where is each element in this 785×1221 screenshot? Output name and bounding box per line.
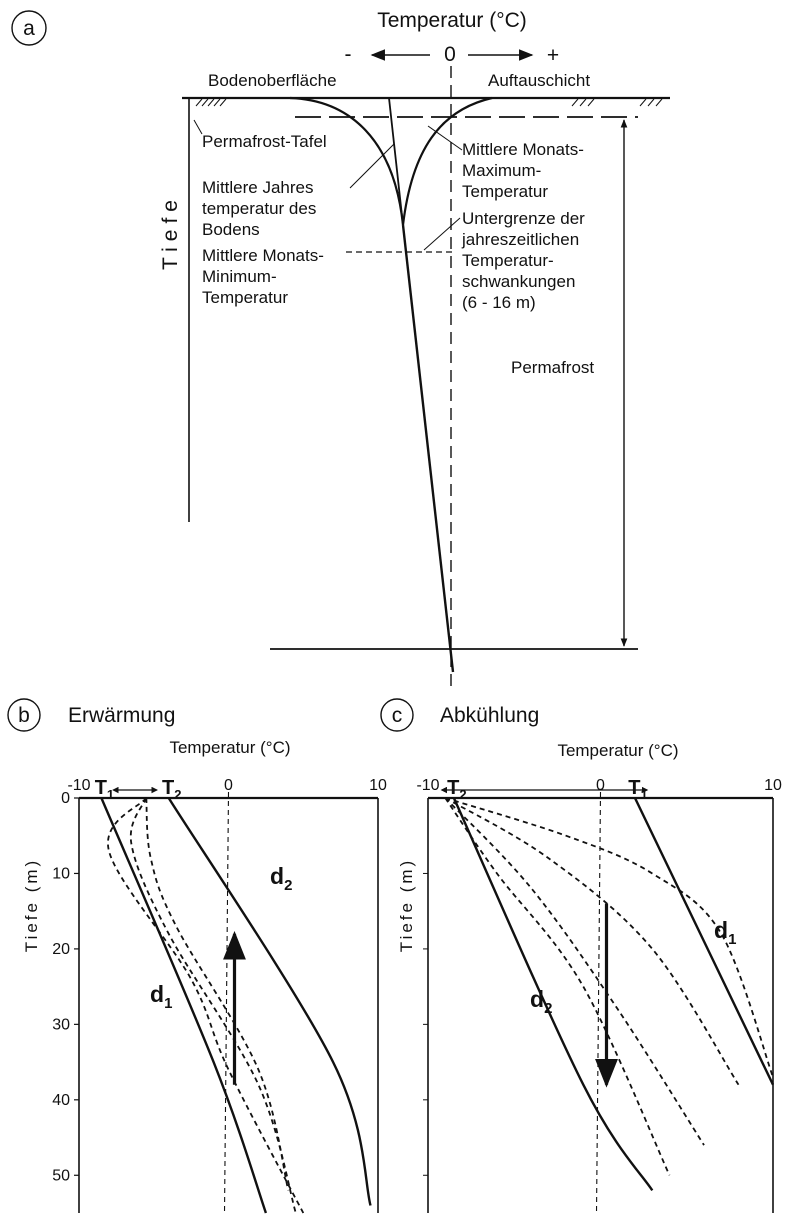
y-tick-label: 50 (52, 1167, 70, 1184)
monthly-min-label-2: Minimum- (202, 267, 277, 286)
ground-hatch-right (571, 98, 663, 107)
label-t1-subscript: 1 (107, 787, 114, 802)
x-tick-label: 10 (764, 777, 782, 794)
panel-a-letter-circle (11, 10, 47, 46)
transient-profile (444, 797, 705, 1146)
y-tick-label: 10 (52, 865, 70, 882)
permafrost-temperature-line (401, 224, 455, 673)
curve-label-d1-subscript: 1 (164, 995, 172, 1012)
panel-a-title: Temperatur (°C) (377, 9, 527, 32)
ground-hatch-left (195, 98, 227, 107)
curve-label-d1: d1 (150, 981, 172, 1012)
min-temperature-curve (289, 96, 405, 226)
transient-profile (444, 797, 671, 1176)
monthly-max-leader (427, 125, 463, 151)
panel-b: b Erwärmung Temperatur (°C) Tiefe (m) -1… (7, 698, 387, 1214)
transient-profile (129, 797, 297, 1214)
panel-c: c Abkühlung Temperatur (°C) Tiefe (m) -1… (380, 698, 782, 1214)
panel-b-letter: b (18, 704, 30, 727)
permafrost-label: Permafrost (511, 358, 594, 377)
y-tick-label: 30 (52, 1016, 70, 1033)
monthly-max-label-1: Mittlere Monats- (462, 140, 584, 159)
label-t2-subscript: 2 (174, 787, 181, 802)
x-tick-label: -10 (67, 777, 90, 794)
monthly-max-label-3: Temperatur (462, 182, 548, 201)
y-tick-label: 0 (61, 790, 70, 807)
mean-annual-label-1: Mittlere Jahres (202, 178, 313, 197)
label-t2: T2 (447, 777, 466, 802)
y-tick-label: 40 (52, 1092, 70, 1109)
permafrost-table-leader (193, 119, 203, 135)
panel-b-title: Erwärmung (68, 704, 175, 727)
panel-b-letter-circle (7, 698, 41, 732)
surface-label: Bodenoberfläche (208, 71, 337, 90)
x-tick-label: 0 (224, 777, 233, 794)
panel-c-title: Abkühlung (440, 704, 539, 727)
profile-d2 (167, 797, 372, 1206)
profile-d1 (100, 797, 268, 1214)
mean-annual-temperature-line (388, 97, 404, 226)
x-tick-label: 0 (596, 777, 605, 794)
transient-profile (445, 797, 774, 1078)
lower-limit-label-5: (6 - 16 m) (462, 293, 536, 312)
monthly-min-label-1: Mittlere Monats- (202, 246, 324, 265)
label-t1: T1 (628, 777, 647, 802)
panel-a-zero: 0 (444, 43, 456, 66)
depth-axis-label: Tiefe (159, 194, 182, 270)
curve-label-d1: d1 (714, 917, 736, 948)
transient-profile (107, 797, 305, 1214)
curve-label-d2-subscript: 2 (544, 1000, 552, 1017)
panel-c-ylabel: Tiefe (m) (397, 858, 416, 952)
lower-limit-leader (423, 217, 461, 251)
transient-profile (145, 797, 290, 1191)
curve-label-d1-subscript: 1 (728, 931, 736, 948)
y-tick-label: 20 (52, 941, 70, 958)
curve-label-d2-subscript: 2 (284, 877, 292, 894)
panel-a: a Temperatur (°C) - 0 + Bodenoberfläche … (11, 9, 670, 690)
panel-c-letter-circle (380, 698, 414, 732)
active-layer-label: Auftauschicht (488, 71, 590, 90)
profile-d2 (452, 797, 654, 1192)
lower-limit-label-4: schwankungen (462, 272, 575, 291)
label-t1-subscript: 1 (640, 787, 647, 802)
label-t2-subscript: 2 (459, 787, 466, 802)
label-t1: T1 (95, 777, 114, 802)
label-t2: T2 (162, 777, 181, 802)
panel-c-letter: c (392, 704, 403, 727)
panel-c-plot: -10 0 10 T1 T2 d1 d2 (416, 777, 782, 1214)
panel-a-minus: - (345, 43, 352, 66)
panel-a-plus: + (547, 44, 559, 67)
mean-annual-label-3: Bodens (202, 220, 260, 239)
x-tick-label: 10 (369, 777, 387, 794)
mean-annual-label-2: temperatur des (202, 199, 316, 218)
permafrost-table-label: Permafrost-Tafel (202, 132, 327, 151)
lower-limit-label-3: Temperatur- (462, 251, 554, 270)
panel-b-axis-title: Temperatur (°C) (169, 738, 290, 757)
curve-label-d2: d2 (270, 863, 292, 894)
panel-c-axis-title: Temperatur (°C) (557, 741, 678, 760)
lower-limit-label-1: Untergrenze der (462, 209, 585, 228)
zero-temperature-line (595, 791, 602, 1214)
panel-b-ylabel: Tiefe (m) (22, 858, 41, 952)
profile-d1 (633, 797, 775, 1086)
panel-a-letter: a (23, 17, 35, 40)
monthly-min-label-3: Temperatur (202, 288, 288, 307)
x-tick-label: -10 (416, 777, 439, 794)
transient-profile (444, 797, 740, 1086)
zero-temperature-line (223, 791, 230, 1214)
max-temperature-curve (401, 96, 493, 226)
curve-label-d2: d2 (530, 986, 552, 1017)
lower-limit-label-2: jahreszeitlichen (461, 230, 579, 249)
mean-annual-leader (349, 143, 395, 189)
monthly-max-label-2: Maximum- (462, 161, 541, 180)
